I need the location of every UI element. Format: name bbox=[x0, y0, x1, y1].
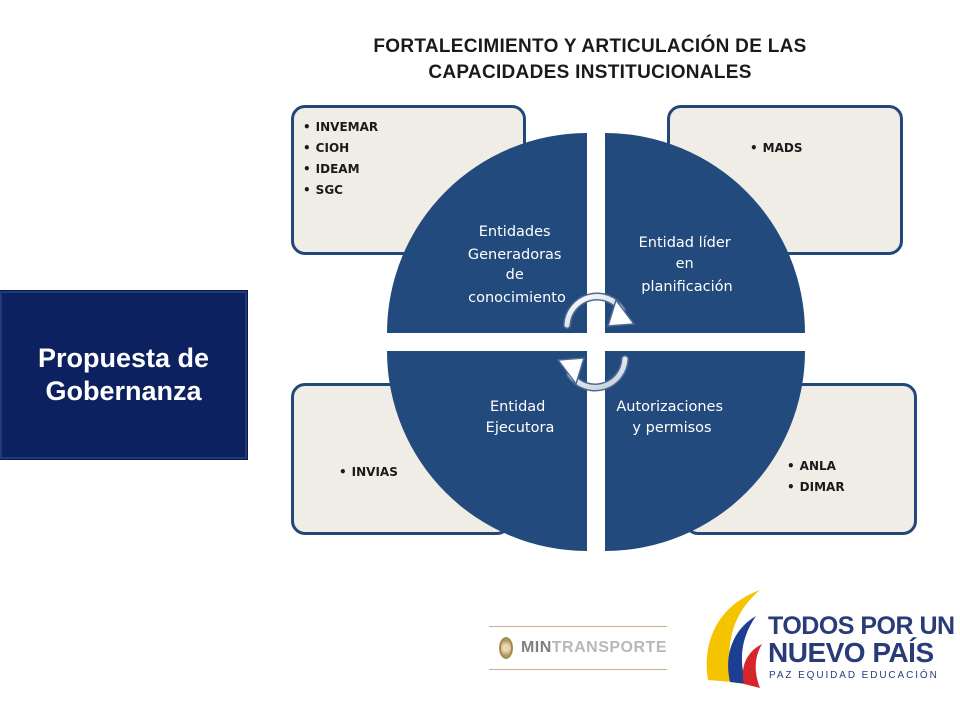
entity-item: INVIAS bbox=[339, 462, 398, 483]
governance-box: Propuesta de Gobernanza bbox=[0, 291, 247, 459]
entity-item: CIOH bbox=[303, 138, 378, 159]
entity-list-bottom-left: INVIAS bbox=[339, 462, 398, 483]
mintransporte-wordmark: MINTRANSPORTE bbox=[520, 639, 667, 656]
entity-item: SGC bbox=[303, 180, 378, 201]
label-bottom-left: Entidad Ejecutora bbox=[486, 399, 555, 436]
quadrant-bottom-left bbox=[387, 351, 587, 551]
governance-line-1: Propuesta de bbox=[37, 343, 210, 373]
label-top-right: Entidad líder en planificación bbox=[639, 235, 736, 295]
quadrant-bottom-right bbox=[605, 351, 805, 551]
quadrant-top-left bbox=[387, 133, 587, 333]
governance-title: Propuesta de Gobernanza bbox=[38, 342, 209, 408]
gobierno-logo: TODOS POR UN NUEVO PAÍS PAZ EQUIDAD EDUC… bbox=[698, 582, 955, 694]
gobierno-tagline: PAZ EQUIDAD EDUCACIÓN bbox=[769, 670, 939, 681]
entity-item: MADS bbox=[750, 138, 803, 159]
mintransporte-logo: MINTRANSPORTE bbox=[489, 626, 667, 670]
entity-item: DIMAR bbox=[787, 477, 845, 498]
quadrant-circle: Entidades Generadoras de conocimiento En… bbox=[387, 133, 805, 551]
entity-item: ANLA bbox=[787, 456, 845, 477]
entity-list-top-right: MADS bbox=[750, 138, 803, 159]
gobierno-line-2: NUEVO PAÍS bbox=[768, 637, 934, 668]
entity-list-bottom-right: ANLA DIMAR bbox=[787, 456, 845, 498]
governance-line-2: Gobernanza bbox=[45, 376, 202, 406]
quadrant-top-right bbox=[605, 133, 805, 333]
title-line-2: CAPACIDADES INSTITUCIONALES bbox=[428, 62, 752, 83]
entity-item: INVEMAR bbox=[303, 117, 378, 138]
entity-item: IDEAM bbox=[303, 159, 378, 180]
cycle-arrows-icon bbox=[556, 292, 636, 392]
entity-list-top-left: INVEMAR CIOH IDEAM SGC bbox=[303, 117, 378, 201]
label-top-left: Entidades Generadoras de conocimiento bbox=[468, 224, 566, 306]
title-line-1: FORTALECIMIENTO Y ARTICULACIÓN DE LAS bbox=[373, 36, 807, 57]
coat-of-arms-icon bbox=[499, 637, 513, 659]
gobierno-line-1: TODOS POR UN bbox=[768, 612, 955, 640]
flag-swoosh-icon bbox=[706, 590, 762, 688]
diagram-title: FORTALECIMIENTO Y ARTICULACIÓN DE LAS CA… bbox=[300, 34, 880, 86]
label-bottom-right: Autorizaciones y permisos bbox=[616, 399, 727, 436]
